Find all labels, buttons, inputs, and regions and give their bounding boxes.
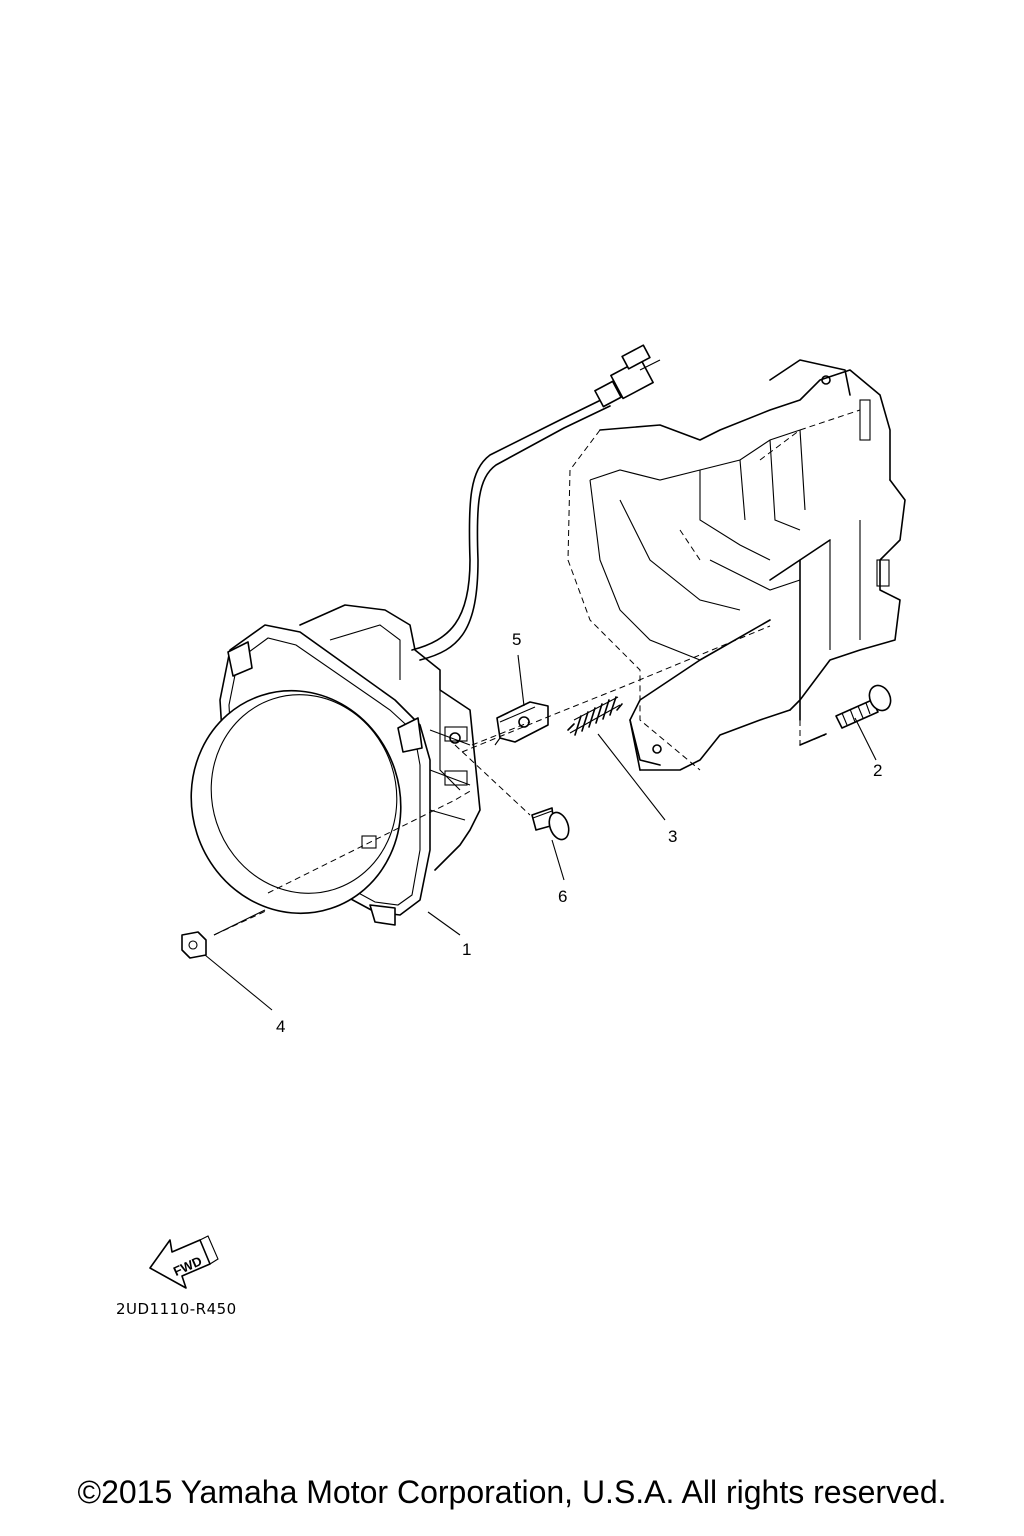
copyright-notice: ©2015 Yamaha Motor Corporation, U.S.A. A… [77, 1474, 947, 1510]
callout-4: 4 [276, 1017, 285, 1036]
leader-lines [204, 654, 877, 1011]
square-nut-part [181, 931, 207, 959]
callouts: 1 2 3 4 5 6 [276, 630, 882, 1036]
callout-3: 3 [668, 827, 677, 846]
callout-1: 1 [462, 940, 471, 959]
assembly-lines [213, 625, 771, 936]
spring-part [567, 696, 623, 736]
drawing-code: 2UD1110-R450 [116, 1300, 237, 1318]
adjust-screw-part [531, 807, 570, 841]
callout-5: 5 [512, 630, 521, 649]
wire-harness [411, 344, 661, 661]
callout-6: 6 [558, 887, 567, 906]
callout-2: 2 [873, 761, 882, 780]
bolt-part [835, 684, 892, 729]
headlight-assembly [190, 604, 481, 926]
fwd-arrow-icon: FWD [149, 1235, 219, 1289]
clip-nut-part [494, 701, 549, 746]
connector-icon [594, 344, 661, 408]
headlight-bracket [567, 359, 906, 771]
